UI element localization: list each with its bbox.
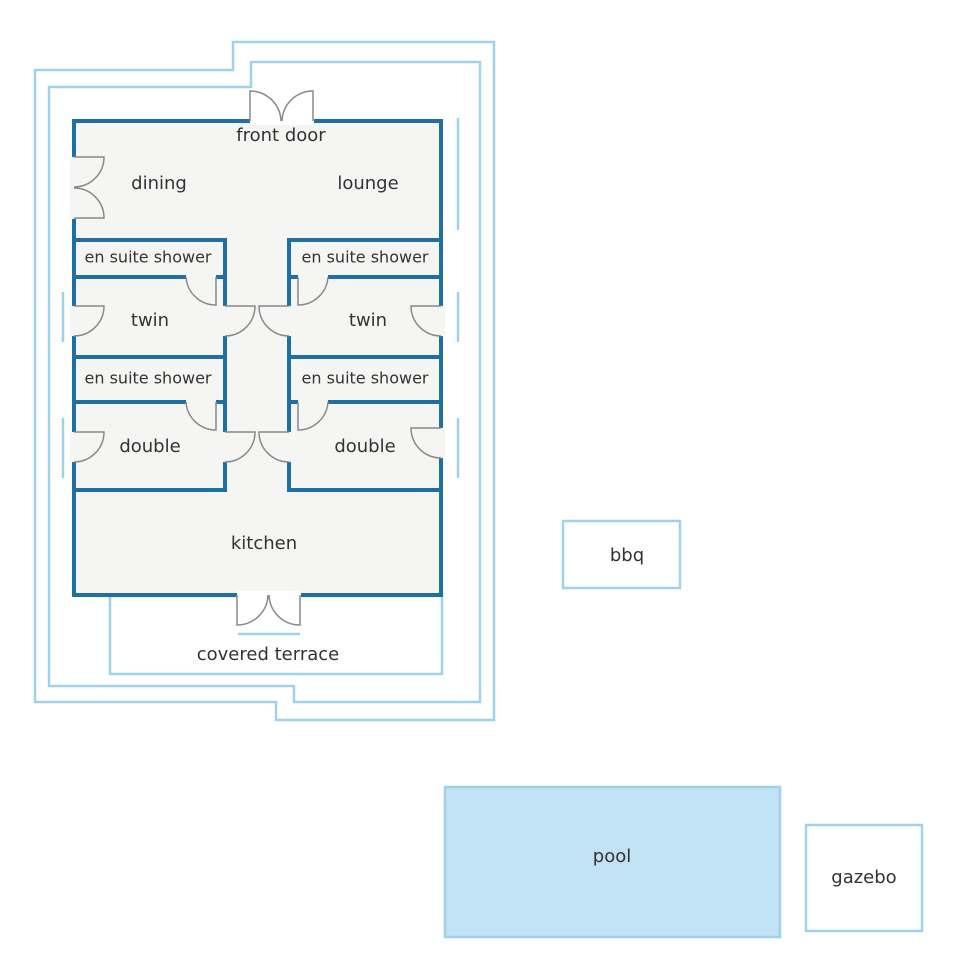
double-left-exterior-door-opening bbox=[70, 432, 78, 462]
ensuite-tl-door-opening bbox=[186, 273, 216, 281]
ensuite-tr-door-opening bbox=[298, 273, 328, 281]
ensuite-ml-label: en suite shower bbox=[85, 369, 212, 388]
double-right-door-icon[interactable] bbox=[258, 431, 290, 463]
pool-area bbox=[443, 785, 782, 939]
ensuite-tl-label: en suite shower bbox=[85, 248, 212, 267]
ensuite-ml-door-opening bbox=[186, 398, 216, 406]
front-door-icon[interactable] bbox=[249, 90, 314, 122]
property-outline bbox=[33, 40, 496, 722]
bbq-label: bbq bbox=[610, 545, 644, 566]
left-room-block-wall bbox=[74, 238, 227, 492]
ensuite-tr-label: en suite shower bbox=[302, 248, 429, 267]
twin-left-exterior-door-icon[interactable] bbox=[73, 305, 105, 337]
double-left-label: double bbox=[119, 436, 180, 457]
double-left-exterior-door-icon[interactable] bbox=[73, 431, 105, 463]
outer-boundary-line bbox=[33, 40, 496, 722]
dining-side-door-icon[interactable] bbox=[73, 156, 105, 219]
twin-right-exterior-door-icon[interactable] bbox=[410, 305, 442, 337]
twin-left-exterior-door-opening bbox=[70, 306, 78, 336]
twin-right-door-icon[interactable] bbox=[258, 305, 290, 337]
door-swings bbox=[73, 90, 442, 626]
twin-left-label: twin bbox=[131, 310, 169, 331]
pool-label: pool bbox=[593, 846, 631, 867]
window-marks bbox=[61, 118, 460, 478]
bbq-area bbox=[561, 519, 682, 590]
ensuite-mr-label: en suite shower bbox=[302, 369, 429, 388]
double-left-door-opening bbox=[221, 432, 229, 462]
ensuite-mr-door-opening bbox=[298, 398, 328, 406]
right-room-block-wall bbox=[287, 238, 441, 492]
room-labels: front door dining lounge en suite shower… bbox=[85, 125, 897, 888]
twin-left-door-icon[interactable] bbox=[224, 305, 256, 337]
gazebo-label: gazebo bbox=[831, 867, 896, 888]
double-right-exterior-door-icon[interactable] bbox=[410, 427, 442, 459]
gazebo-area bbox=[804, 823, 924, 933]
dining-label: dining bbox=[131, 173, 187, 194]
twin-right-label: twin bbox=[349, 310, 387, 331]
exterior-door-openings bbox=[70, 306, 445, 462]
ensuite-tr-door-icon[interactable] bbox=[297, 276, 329, 306]
twin-right-door-opening bbox=[285, 306, 293, 336]
double-right-label: double bbox=[334, 436, 395, 457]
double-right-door-opening bbox=[285, 432, 293, 462]
covered-terrace-label: covered terrace bbox=[197, 644, 339, 665]
terrace-door-icon[interactable] bbox=[236, 594, 301, 626]
twin-left-door-opening bbox=[221, 306, 229, 336]
double-right-exterior-door-opening bbox=[437, 428, 445, 458]
ensuite-tl-door-icon[interactable] bbox=[185, 276, 217, 306]
lounge-label: lounge bbox=[337, 173, 398, 194]
kitchen-label: kitchen bbox=[231, 533, 297, 554]
inner-boundary-line bbox=[47, 60, 482, 704]
double-left-door-icon[interactable] bbox=[224, 431, 256, 463]
twin-right-exterior-door-opening bbox=[437, 306, 445, 336]
front-door-label: front door bbox=[236, 125, 326, 146]
ensuite-ml-door-icon[interactable] bbox=[185, 401, 217, 431]
ensuite-mr-door-icon[interactable] bbox=[297, 401, 329, 431]
